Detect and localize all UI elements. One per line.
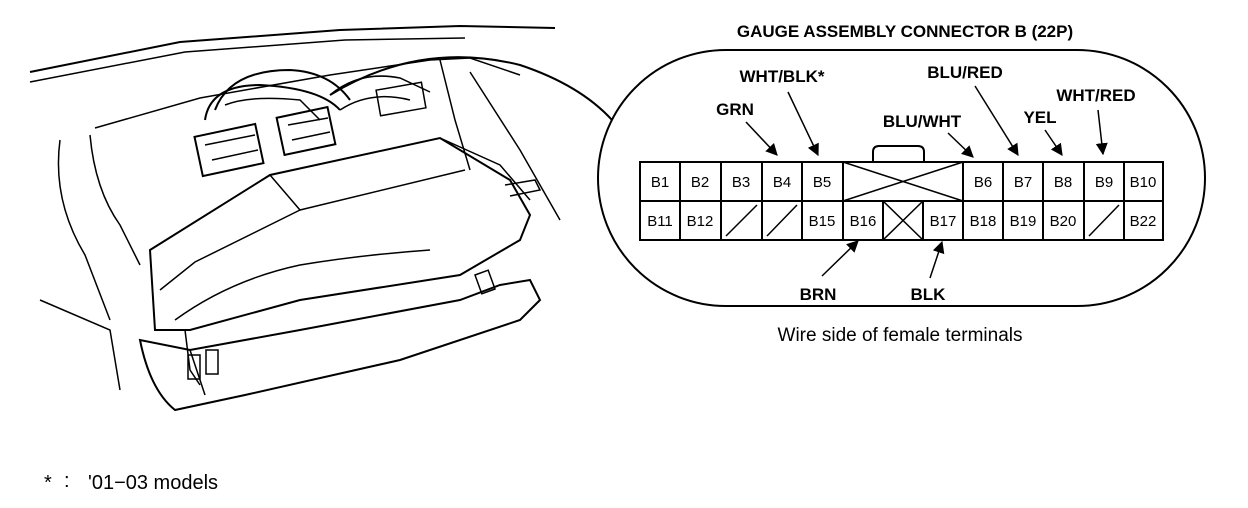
wire-label-wht-red: WHT/RED [1056,86,1135,105]
arrow-brn [821,240,859,277]
terminal-b5: B5 [813,174,831,191]
blank-cavity-b14 [766,204,798,237]
terminal-b7: B7 [1014,174,1032,191]
arrow-blk [929,240,945,279]
connector-plug-left [193,122,265,178]
gauge-assembly-illustration [29,24,613,412]
dash-lower-left [39,299,121,391]
connector-bubble [597,49,1206,307]
wire-label-yel: YEL [1023,108,1056,127]
cluster-lens [138,278,542,412]
terminal-b11: B11 [647,213,673,230]
dash-right-edge [469,71,561,221]
arrow-wht-blk [787,91,819,157]
connector-caption: Wire side of female terminals [778,325,1023,346]
terminal-b2: B2 [691,174,709,191]
terminal-b18: B18 [970,213,997,230]
dash-opening-top [94,57,521,129]
footnote-text: '01−03 models [88,472,218,494]
wire-label-blu-red: BLU/RED [927,63,1003,82]
blank-cavity-b13 [725,204,758,237]
wire-harness-2 [204,83,341,121]
dash-left-inner [89,134,141,266]
dashboard-top-edge [29,24,556,73]
wire-harness-1 [214,68,351,111]
terminal-b8: B8 [1054,174,1072,191]
terminal-b9: B9 [1095,174,1113,191]
blank-cavity-b21 [1088,204,1120,237]
footnote-separator: : [64,470,70,492]
harness-clip [375,81,427,117]
connector-face: B1 B2 B3 B4 B5 B6 B7 B8 B9 B10 B11 B12 B… [639,145,1164,241]
wire-arrows [745,85,1108,279]
terminal-b3: B3 [732,174,750,191]
terminal-b20: B20 [1050,213,1077,230]
wire-label-grn: GRN [716,100,754,119]
wire-label-blk: BLK [911,285,947,304]
trip-knob-2 [205,349,219,375]
connector-latch [872,145,925,162]
trip-knob-1 [187,354,201,380]
terminal-b16: B16 [850,213,877,230]
arrow-blu-wht [947,132,974,158]
dashboard-inner-edge [29,37,466,83]
terminal-b12: B12 [687,213,714,230]
terminal-b1: B1 [651,174,669,191]
wire-harness-3 [224,97,321,121]
terminal-b19: B19 [1010,213,1037,230]
wire-label-blu-wht: BLU/WHT [883,112,962,131]
callout-leader [329,56,613,121]
terminal-b6: B6 [974,174,992,191]
row2-cells [679,200,1125,241]
mounting-tab [504,179,542,197]
arrow-blu-red [974,85,1019,157]
dimmer-knob [474,269,496,295]
terminal-b17: B17 [930,213,957,230]
arrow-yel [1044,129,1063,156]
arrow-grn [745,121,778,156]
terminal-b15: B15 [809,213,836,230]
row1-cells [679,161,1125,202]
wire-harness-5 [339,95,411,111]
terminal-b10: B10 [1130,174,1157,191]
connector-plug-right [275,105,337,157]
footnote: * : '01−03 models [44,470,218,494]
wire-label-brn: BRN [800,285,837,304]
terminal-b22: B22 [1130,213,1157,230]
arrow-wht-red [1095,109,1108,156]
terminal-b4: B4 [773,174,791,191]
dash-left-contour [57,139,111,321]
instrument-cluster [138,136,542,412]
wire-label-wht-blk: WHT/BLK* [740,67,825,86]
footnote-symbol: * [44,472,52,494]
diagram-title: GAUGE ASSEMBLY CONNECTOR B (22P) [737,22,1073,41]
